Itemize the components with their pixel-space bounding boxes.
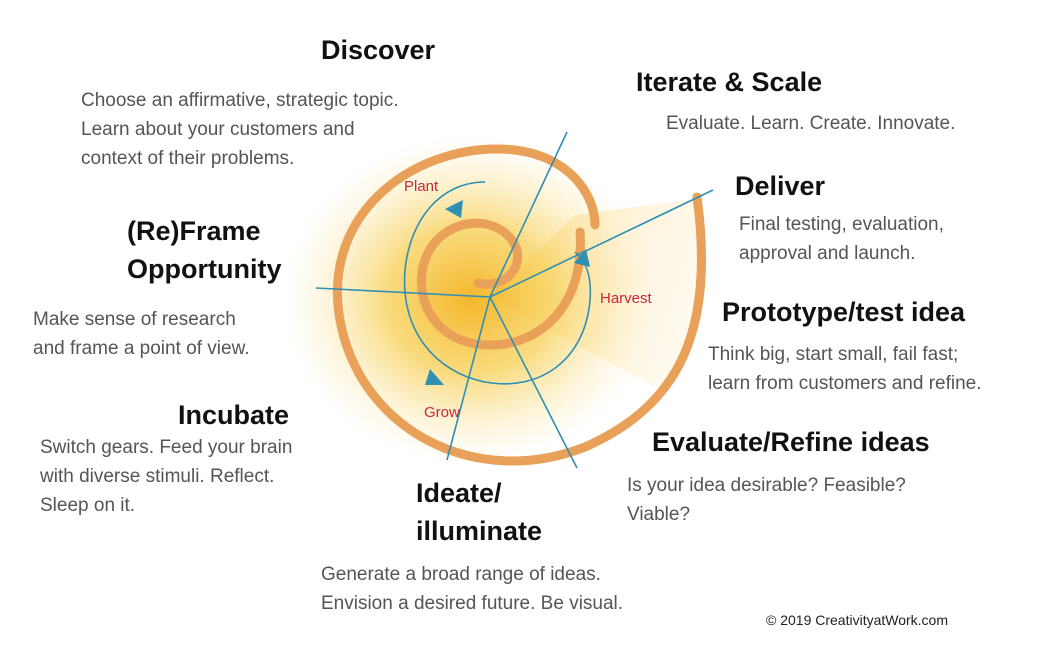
stage-title-reframe: (Re)Frame Opportunity <box>127 212 281 288</box>
phase-plant: Plant <box>404 178 439 195</box>
stage-title-iterate: Iterate & Scale <box>636 67 823 97</box>
stage-title-incubate: Incubate <box>178 400 290 430</box>
desc-line: Final testing, evaluation, <box>739 214 944 235</box>
desc-line: Choose an affirmative, strategic topic. <box>81 90 399 111</box>
arrow-harvest-icon <box>574 249 590 267</box>
desc-line: Think big, start small, fail fast; <box>708 344 959 365</box>
arrow-plant-icon <box>445 200 463 218</box>
stage-title-prototype: Prototype/test idea <box>722 297 966 327</box>
center-glow <box>285 135 655 465</box>
stage-desc-discover: Choose an affirmative, strategic topic. … <box>81 86 399 173</box>
desc-line: approval and launch. <box>739 243 916 264</box>
desc-line: context of their problems. <box>81 148 295 169</box>
arrow-grow-icon <box>425 369 444 385</box>
desc-line: Sleep on it. <box>40 495 136 516</box>
radial-lines <box>315 131 714 469</box>
phase-grow: Grow <box>424 404 460 421</box>
copyright-notice: © 2019 CreativityatWork.com <box>766 612 949 628</box>
desc-line: Is your idea desirable? Feasible? <box>627 475 906 496</box>
desc-line: with diverse stimuli. Reflect. <box>40 466 275 487</box>
desc-line: Evaluate. Learn. Create. Innovate. <box>666 113 956 134</box>
phase-harvest: Harvest <box>600 290 653 307</box>
desc-line: learn from customers and refine. <box>708 373 982 394</box>
title-line: Opportunity <box>127 254 282 284</box>
stage-desc-reframe: Make sense of research and frame a point… <box>33 305 250 363</box>
desc-line: Viable? <box>627 504 691 525</box>
desc-line: Switch gears. Feed your brain <box>40 437 293 458</box>
desc-line: Envision a desired future. Be visual. <box>321 593 624 614</box>
blue-arc-right <box>574 251 592 301</box>
outer-spiral <box>333 144 707 466</box>
inner-blue-spiral <box>403 181 591 385</box>
title-line: illuminate <box>416 516 543 546</box>
title-line: Ideate/ <box>416 478 502 508</box>
stage-desc-deliver: Final testing, evaluation, approval and … <box>739 210 944 268</box>
stage-desc-prototype: Think big, start small, fail fast; learn… <box>708 340 982 398</box>
stage-desc-iterate: Evaluate. Learn. Create. Innovate. <box>666 109 955 138</box>
inner-spiral <box>417 218 585 350</box>
desc-line: and frame a point of view. <box>33 338 250 359</box>
desc-line: Make sense of research <box>33 309 236 330</box>
stage-title-ideate: Ideate/ illuminate <box>416 474 542 550</box>
stage-desc-ideate: Generate a broad range of ideas. Envisio… <box>321 560 623 618</box>
stage-title-discover: Discover <box>321 35 436 65</box>
stage-desc-evaluate: Is your idea desirable? Feasible? Viable… <box>627 471 906 529</box>
stage-title-evaluate: Evaluate/Refine ideas <box>652 427 930 457</box>
stage-desc-incubate: Switch gears. Feed your brain with diver… <box>40 433 292 520</box>
title-line: (Re)Frame <box>127 216 261 246</box>
stage-title-deliver: Deliver <box>735 171 826 201</box>
desc-line: Generate a broad range of ideas. <box>321 564 601 585</box>
desc-line: Learn about your customers and <box>81 119 355 140</box>
